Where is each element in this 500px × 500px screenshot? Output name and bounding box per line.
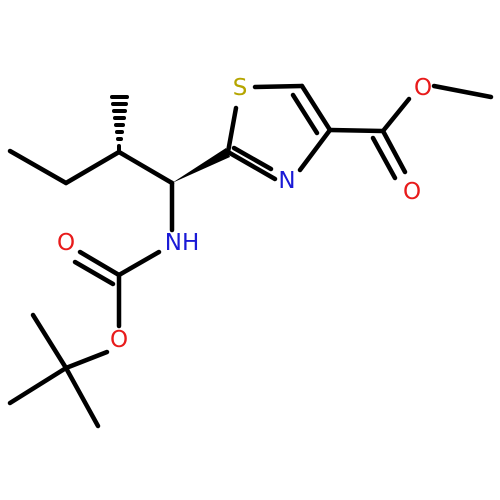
bond-c4-ester: [327, 127, 386, 134]
ester-carbonyl-oxygen-atom: O: [403, 179, 421, 205]
carbamate-ether-oxygen-atom: O: [110, 327, 128, 353]
ester-ether-oxygen-atom: O: [414, 75, 432, 101]
bond-c2-s: [225, 105, 239, 155]
bond-tbu-me3: [63, 365, 101, 429]
bold-wedge-thiazole: [172, 148, 230, 183]
bond-ethyl-ch3-ch2: [7, 148, 69, 186]
bond-ester-o: [380, 96, 412, 134]
atom-labels: S N NH O O O O: [57, 75, 432, 353]
bond-ch2-ch: [63, 149, 122, 186]
bond-carbamate-co-2: [72, 259, 116, 287]
bond-s-c5: [252, 83, 305, 90]
thiazole-nitrogen-atom: N: [278, 168, 295, 194]
carbamate-carbonyl-oxygen-atom: O: [57, 230, 75, 256]
bond-c4-n: [297, 127, 333, 173]
bond-n-c2-2: [231, 145, 274, 172]
bond-tbu-me1: [30, 312, 69, 371]
sulfur-atom: S: [233, 75, 248, 101]
bond-tbu-me2: [7, 365, 69, 406]
bond-nh-carbamate: [116, 249, 162, 278]
bond-carbamate-co-1: [77, 249, 122, 278]
bond-o-methyl: [431, 83, 494, 100]
amine-nh-group: NH: [165, 230, 200, 256]
bond-c5-c4-1: [299, 83, 333, 133]
bonds: [7, 83, 494, 429]
bond-o-tbu: [63, 349, 110, 371]
bond-ester-co-2: [370, 135, 398, 181]
bond-ch-calpha: [116, 149, 175, 186]
hashed-wedge-methyl: [110, 95, 129, 152]
bond-ester-co-1: [380, 128, 408, 175]
bond-n-c2-1: [225, 149, 278, 182]
bond-c5-c4-2: [290, 92, 320, 136]
